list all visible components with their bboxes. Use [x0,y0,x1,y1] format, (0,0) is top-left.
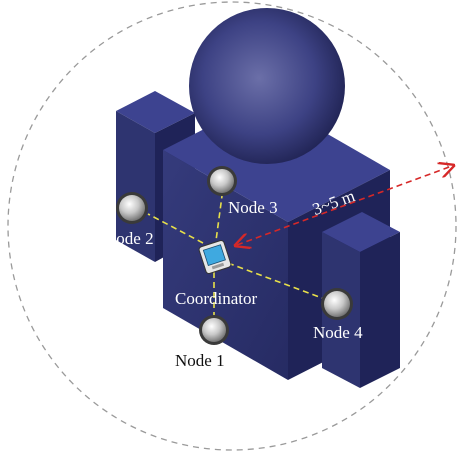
link-node4 [227,262,323,299]
node-1-label: Node 1 [175,351,225,370]
node-4-label: Node 4 [313,323,363,342]
node-2-label: Node 2 [104,229,154,248]
node-1-sensor [199,315,229,345]
node-3-label: Node 3 [228,198,278,217]
range-arrow [237,166,452,245]
link-node2 [147,213,204,244]
coordinator-links [147,195,323,318]
node-4-sensor [321,288,353,320]
head-sphere [189,8,345,164]
coordinator-device-icon [198,239,232,275]
coordinator-label: Coordinator [175,289,257,308]
link-node3 [214,195,223,249]
node-2-sensor [116,192,148,224]
node-3-sensor [207,166,237,196]
